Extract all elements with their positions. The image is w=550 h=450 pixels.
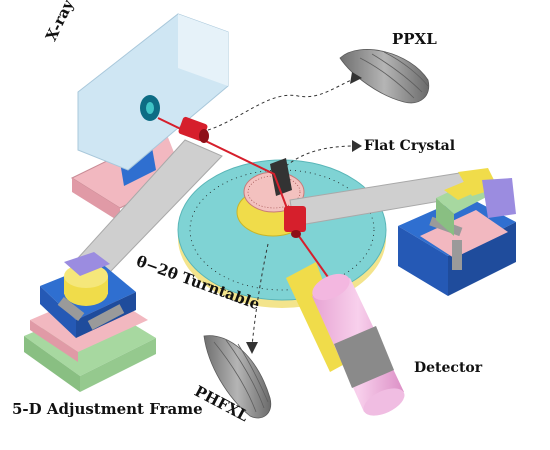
label-ppxl: PPXL: [392, 30, 437, 48]
adjustment-frame-left: [24, 252, 156, 392]
label-adjustment-frame: 5-D Adjustment Frame: [12, 400, 203, 418]
leader-flat-crystal: [285, 145, 357, 167]
ppxl-lens: [339, 49, 430, 104]
detector-assembly: [286, 262, 405, 416]
slit-collimator-1: [178, 116, 209, 143]
leader-ppxl: [207, 77, 357, 131]
adjustment-frame-right: [398, 168, 516, 296]
leader-phfxl: [251, 243, 269, 347]
label-detector: Detector: [414, 360, 483, 376]
label-flat-crystal: Flat Crystal: [364, 138, 456, 154]
flat-crystal: [270, 158, 292, 196]
turntable-scale: [189, 169, 375, 291]
xray-beam: [157, 117, 331, 281]
slit-collimator-2: [284, 206, 306, 238]
xray-tube-assembly: [70, 13, 229, 222]
detector-collar: [334, 326, 394, 388]
phfxl-lens: [203, 335, 272, 419]
